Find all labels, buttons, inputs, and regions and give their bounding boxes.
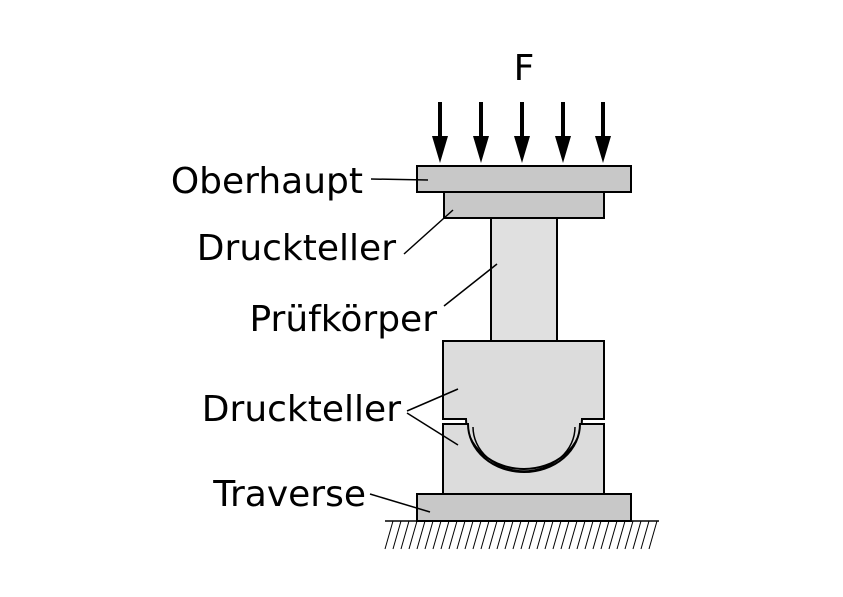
upper-druckteller bbox=[443, 191, 605, 219]
leader-druckteller-lower-a bbox=[406, 388, 459, 412]
label-traverse: Traverse bbox=[212, 474, 366, 515]
label-pruefkoerper: Prüfkörper bbox=[249, 299, 437, 340]
force-arrow-icon bbox=[432, 102, 448, 163]
leader-druckteller-lower-b bbox=[406, 412, 459, 446]
oberhaupt-plate bbox=[416, 165, 632, 193]
leader-lines bbox=[369, 178, 498, 513]
force-arrow-icon bbox=[514, 102, 530, 163]
force-label: F bbox=[514, 48, 535, 89]
label-druckteller-lower: Druckteller bbox=[202, 389, 401, 430]
force-arrows bbox=[432, 102, 611, 163]
force-arrow-icon bbox=[473, 102, 489, 163]
leader-traverse bbox=[369, 493, 431, 513]
label-druckteller-upper: Druckteller bbox=[197, 228, 396, 269]
seat-inner-line bbox=[472, 426, 576, 472]
label-oberhaupt: Oberhaupt bbox=[171, 161, 363, 202]
ground-hatch bbox=[384, 520, 659, 550]
leader-pruefkoerper bbox=[443, 263, 498, 307]
leader-oberhaupt bbox=[370, 178, 429, 181]
specimen bbox=[490, 217, 558, 342]
lower-druckteller-lower-block bbox=[442, 423, 605, 495]
leader-druckteller-upper bbox=[403, 209, 454, 255]
force-arrow-icon bbox=[555, 102, 571, 163]
force-arrow-icon bbox=[595, 102, 611, 163]
traverse-plate bbox=[416, 493, 632, 522]
